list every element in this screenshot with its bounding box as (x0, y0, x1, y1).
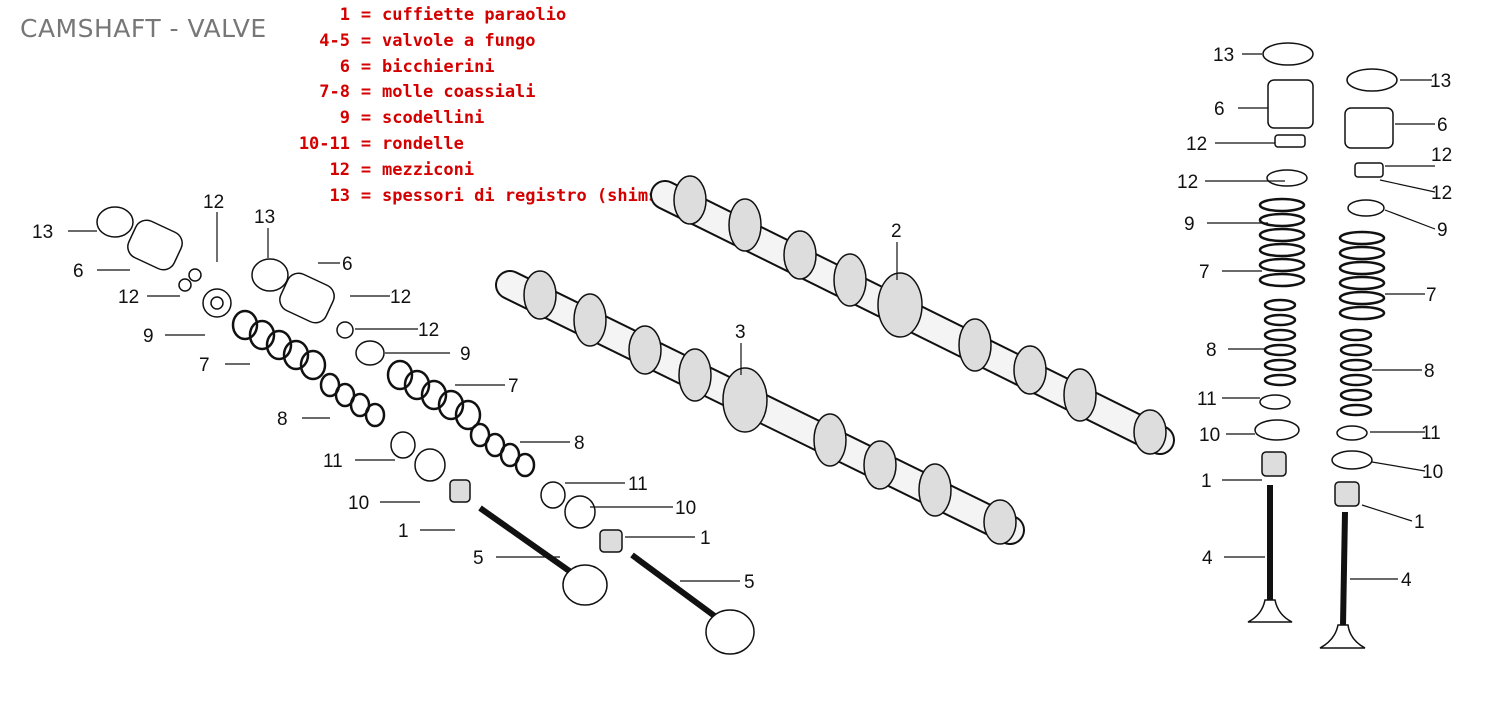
callout: 10 (675, 498, 696, 519)
legend-text: rondelle (382, 133, 464, 154)
diagram-title: CAMSHAFT - VALVE (20, 14, 267, 43)
callout: 12 (118, 287, 139, 308)
leader-lines (68, 53, 1436, 582)
callout: 12 (1177, 172, 1198, 193)
callout: 6 (1437, 115, 1448, 136)
callout: 1 (1414, 512, 1425, 533)
legend-row: 7-8=molle coassiali (280, 82, 669, 108)
legend-row: 1=cuffiette paraolio (280, 5, 669, 31)
legend-row: 10-11=rondelle (280, 134, 669, 160)
callout: 7 (1199, 262, 1210, 283)
callout: 12 (418, 320, 439, 341)
legend-number: 6 (339, 56, 350, 77)
legend-number: 1 (339, 5, 350, 25)
valve-assembly-right-a (1247, 42, 1314, 623)
callout: 5 (744, 572, 755, 593)
callout: 1 (398, 521, 409, 542)
legend-row: 12=mezziconi (280, 160, 669, 186)
camshaft-2 (650, 175, 1175, 455)
camshaft-3 (495, 270, 1025, 545)
callout: 8 (574, 433, 585, 454)
callout: 3 (735, 322, 746, 343)
legend-row: 6=bicchierini (280, 57, 669, 83)
callout: 8 (1424, 361, 1435, 382)
parts-legend: 1=cuffiette paraolio 4-5=valvole a fungo… (280, 5, 669, 211)
callout: 12 (1431, 145, 1452, 166)
legend-text: bicchierini (382, 56, 495, 77)
legend-number: 9 (339, 108, 350, 129)
callout: 1 (700, 528, 711, 549)
legend-text: mezziconi (382, 159, 475, 180)
callout: 6 (1214, 99, 1225, 120)
callout: 11 (1197, 389, 1217, 410)
legend-number: 4-5 (319, 30, 350, 51)
legend-number: 10-11 (298, 133, 350, 154)
callout: 13 (1213, 45, 1234, 66)
legend-number: 7-8 (319, 82, 350, 103)
callout: 10 (1422, 462, 1443, 483)
legend-row: 13=spessori di registro (shims) (280, 186, 669, 212)
callout: 10 (1199, 425, 1220, 446)
legend-text: cuffiette paraolio (382, 5, 567, 25)
callout: 10 (348, 493, 369, 514)
legend-text: scodellini (382, 108, 485, 129)
callout: 8 (1206, 340, 1217, 361)
callout: 12 (390, 287, 411, 308)
callouts-left-a: 13 12 6 12 9 7 8 11 10 1 5 (32, 192, 484, 569)
callout: 11 (323, 451, 343, 472)
callout: 9 (460, 344, 471, 365)
valve-assembly-left-b (251, 258, 755, 655)
valve-assembly-right-b (1319, 68, 1398, 649)
legend-text: valvole a fungo (382, 30, 536, 51)
callout: 4 (1401, 570, 1412, 591)
callouts-camshafts: 2 3 (735, 221, 902, 343)
callout: 13 (1430, 71, 1451, 92)
callout: 13 (32, 222, 53, 243)
callout: 7 (199, 355, 210, 376)
valve-assembly-left-a (96, 206, 608, 606)
callout: 11 (628, 474, 648, 495)
callout: 7 (1426, 285, 1437, 306)
callouts-right-b: 13 6 12 12 9 7 8 11 10 1 4 (1401, 71, 1452, 591)
callout: 7 (508, 376, 519, 397)
callout: 2 (891, 221, 902, 242)
legend-row: 4-5=valvole a fungo (280, 31, 669, 57)
legend-text: spessori di registro (shims) (382, 185, 669, 206)
callout: 1 (1201, 471, 1212, 492)
callout: 9 (1184, 214, 1195, 235)
callout: 11 (1421, 423, 1441, 444)
callout: 6 (342, 254, 353, 275)
callout: 6 (73, 261, 84, 282)
callouts-left-b: 13 6 12 12 9 7 8 11 10 1 5 (254, 207, 755, 593)
legend-text: molle coassiali (382, 82, 536, 103)
callout: 8 (277, 409, 288, 430)
callout: 13 (254, 207, 275, 228)
callout: 4 (1202, 548, 1213, 569)
callout: 5 (473, 548, 484, 569)
legend-row: 9=scodellini (280, 108, 669, 134)
callout: 12 (203, 192, 224, 213)
callout: 12 (1186, 134, 1207, 155)
callout: 9 (1437, 220, 1448, 241)
callouts-right-a: 13 6 12 12 9 7 8 11 10 1 4 (1177, 45, 1234, 569)
callout: 12 (1431, 183, 1452, 204)
legend-number: 12 (329, 159, 350, 180)
callout: 9 (143, 326, 154, 347)
legend-number: 13 (329, 185, 350, 206)
